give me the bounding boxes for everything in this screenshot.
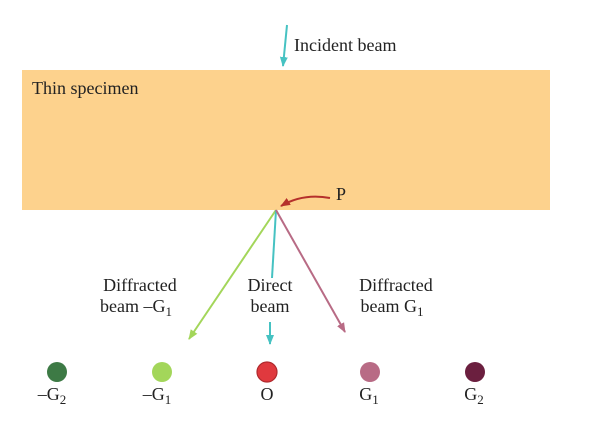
spot-minus-g1-sub: 1 [165, 392, 172, 407]
spot-g2-base: G [464, 384, 477, 404]
diffracted-right-label-sub: 1 [417, 304, 424, 319]
spot-origin-dot [256, 361, 278, 383]
point-p-label: P [336, 184, 346, 204]
incident-beam-label: Incident beam [294, 35, 396, 55]
spot-g2-sub: 2 [477, 392, 484, 407]
thin-specimen [22, 70, 550, 210]
spot-g2-dot [465, 362, 485, 382]
spot-minus-g1-base: –G [142, 384, 165, 404]
direct-beam-label-line1: Direct [248, 275, 293, 295]
spot-minus-g2-sub: 2 [60, 392, 67, 407]
spot-minus-g2-dot [47, 362, 67, 382]
diffracted-beam-g1 [275, 209, 346, 333]
spot-minus-g1-dot [152, 362, 172, 382]
diffracted-right-label-line1: Diffracted [359, 275, 433, 295]
spot-minus-g2-label: –G2 [37, 384, 67, 407]
diffracted-right-label-line2: beam G1 [361, 296, 424, 319]
spot-minus-g1-label: –G1 [142, 384, 172, 407]
spot-g2-label: G2 [464, 384, 484, 407]
spot-minus-g2-base: –G [37, 384, 60, 404]
spot-g1-base: G [359, 384, 372, 404]
diffracted-beam-minus-g1 [188, 209, 277, 340]
diffracted-right-label-base: beam G [361, 296, 417, 316]
incident-beam-arrow [279, 24, 288, 67]
direct-beam-label-line2: beam [251, 296, 290, 316]
spot-g1-sub: 1 [372, 392, 379, 407]
point-p-arrow [280, 195, 331, 207]
diffracted-left-label-base: beam –G [100, 296, 165, 316]
diffracted-left-label-sub: 1 [165, 304, 172, 319]
diffracted-left-label-line1: Diffracted [103, 275, 177, 295]
direct-beam-upper [271, 209, 277, 279]
diffracted-left-label-line2: beam –G1 [100, 296, 172, 319]
spot-g1-label: G1 [359, 384, 379, 407]
specimen-label: Thin specimen [32, 78, 138, 98]
spot-origin-label: O [261, 384, 274, 404]
spot-g1-dot [360, 362, 380, 382]
